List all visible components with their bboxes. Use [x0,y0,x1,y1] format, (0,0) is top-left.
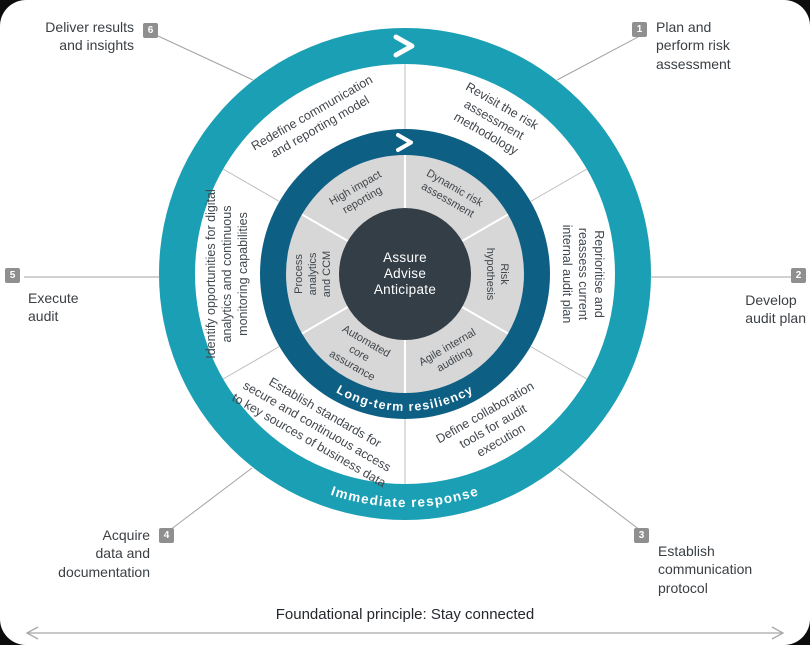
milestone-label-line: Acquire [102,527,150,543]
arrow-left-icon [25,626,39,640]
foundational-principle-label: Foundational principle: Stay connected [275,606,535,623]
milestone-label-line: communication [658,561,753,578]
inner-segment-left: Process analytics and CCM [293,251,333,297]
divider-line [530,346,588,380]
divider-line [222,168,280,202]
milestone-6-label: Deliver results and insights [28,18,134,55]
milestone-label-line: and insights [59,37,134,54]
divider-line [301,213,349,242]
divider-line [461,213,509,242]
milestone-5: 5 Execute audit [5,268,79,326]
center-text: Assure [383,250,427,265]
center-text: Advise [384,266,426,281]
milestone-2-label: Develop audit plan [745,291,806,328]
milestone-4: Acquire data and documentation 4 [44,526,174,581]
segment-text: Identify opportunities for digital [204,189,218,359]
connector-lines [24,35,791,531]
segment-text: monitoring capabilities [236,212,250,336]
outer-segment-right: Reprioritise and reassess current intern… [560,225,606,324]
milestone-label-line: documentation [58,563,150,580]
milestone-label-line: Develop [745,292,797,308]
arrow-right-icon [771,626,785,640]
milestone-label-line: audit [28,308,59,325]
connector-line-6 [157,35,254,81]
milestone-1-badge: 1 [632,22,647,37]
inner-segment-dividers [301,155,509,393]
outer-segment-left: Identify opportunities for digital analy… [204,189,250,359]
milestone-3: 3 Establish communication protocol [634,526,752,597]
divider-line [301,306,349,335]
segment-text: and CCM [321,251,333,297]
center-label: Assure Advise Anticipate [374,250,436,297]
milestone-1-label: Plan and perform risk assessment [656,18,731,73]
segment-text: analytics and continuous [220,206,234,343]
milestone-label-line: protocol [658,579,708,596]
divider-line [530,168,588,202]
center-disc [339,208,471,340]
milestone-label-line: Establish [658,543,715,559]
milestone-4-badge: 4 [159,528,174,543]
milestone-2: 2 Develop audit plan [745,268,806,328]
milestone-4-label: Acquire data and documentation [44,526,150,581]
segment-text: internal audit plan [560,225,574,324]
milestone-3-label: Establish communication protocol [658,542,752,597]
connector-line-1 [556,36,639,81]
connector-line-3 [557,467,641,531]
foundational-principle-arrow [25,626,785,640]
segment-text: hypothesis [484,248,496,301]
outer-segment-dividers [222,64,588,484]
milestone-2-badge: 2 [791,268,806,283]
divider-line [222,346,280,380]
milestone-label-line: perform risk [656,37,730,54]
segment-text: Risk [498,263,510,285]
segment-text: analytics [307,252,319,295]
milestone-6: Deliver results and insights 6 [28,18,158,55]
milestone-5-badge: 5 [5,268,20,283]
milestone-6-badge: 6 [143,23,158,38]
milestone-1: 1 Plan and perform risk assessment [632,18,731,73]
milestone-label-line: assessment [656,55,731,72]
chevron-right-icon-outer [393,34,415,58]
connector-line-4 [169,467,253,531]
center-text: Anticipate [374,282,436,297]
segment-text: Reprioritise and [592,230,606,318]
milestone-3-badge: 3 [634,528,649,543]
milestone-label-line: Deliver results [45,19,134,35]
inner-segment-right: Risk hypothesis [484,248,510,301]
milestone-label-line: Plan and [656,19,712,35]
segment-text: Process [293,254,305,294]
milestone-label-line: data and [95,545,151,562]
chevron-right-icon-inner [396,133,413,152]
divider-line [461,306,509,335]
milestone-label-line: audit plan [745,310,806,327]
milestone-label-line: Execute [28,290,79,306]
milestone-5-label: Execute audit [28,289,79,326]
segment-text: reassess current [576,228,590,321]
